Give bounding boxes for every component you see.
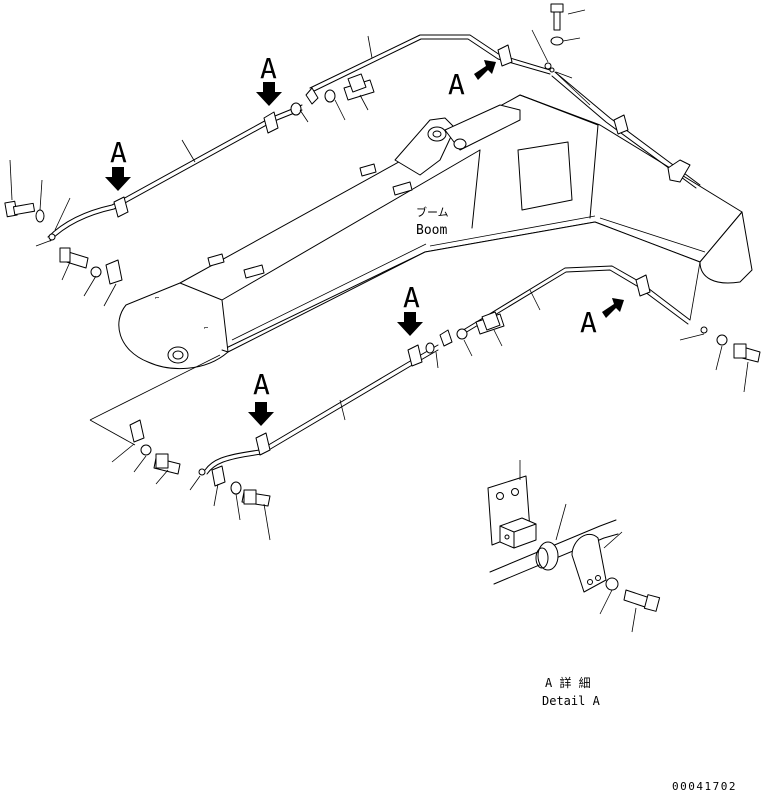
svg-text:A: A bbox=[448, 68, 465, 101]
svg-text:A: A bbox=[580, 306, 597, 339]
boom-label-en: Boom bbox=[416, 223, 447, 238]
svg-text:A: A bbox=[110, 136, 127, 169]
svg-text:⌐: ⌐ bbox=[155, 294, 159, 302]
svg-text:A: A bbox=[253, 368, 270, 401]
svg-text:A: A bbox=[403, 281, 420, 314]
leader-lines bbox=[9, 9, 749, 541]
detail-a-title-en: Detail A bbox=[542, 694, 601, 708]
boom-body: ⌐ ⌐ bbox=[118, 94, 753, 370]
pipe-clamps bbox=[105, 44, 691, 487]
detail-a-drawing bbox=[487, 460, 661, 633]
view-arrow-3: A bbox=[397, 281, 423, 336]
piping-lines bbox=[47, 34, 701, 475]
view-arrow-5: A bbox=[448, 60, 496, 101]
boom-label-jp: ブーム bbox=[416, 205, 449, 219]
detail-a-title-jp: A 詳 細 bbox=[545, 675, 591, 690]
view-arrow-1: A bbox=[256, 52, 282, 106]
view-arrow-6: A bbox=[580, 298, 624, 339]
svg-text:A: A bbox=[260, 52, 277, 85]
view-arrow-2: A bbox=[105, 136, 131, 191]
drawing-number: 00041702 bbox=[672, 780, 737, 793]
svg-text:⌐: ⌐ bbox=[204, 324, 208, 332]
view-arrow-4: A bbox=[248, 368, 274, 426]
